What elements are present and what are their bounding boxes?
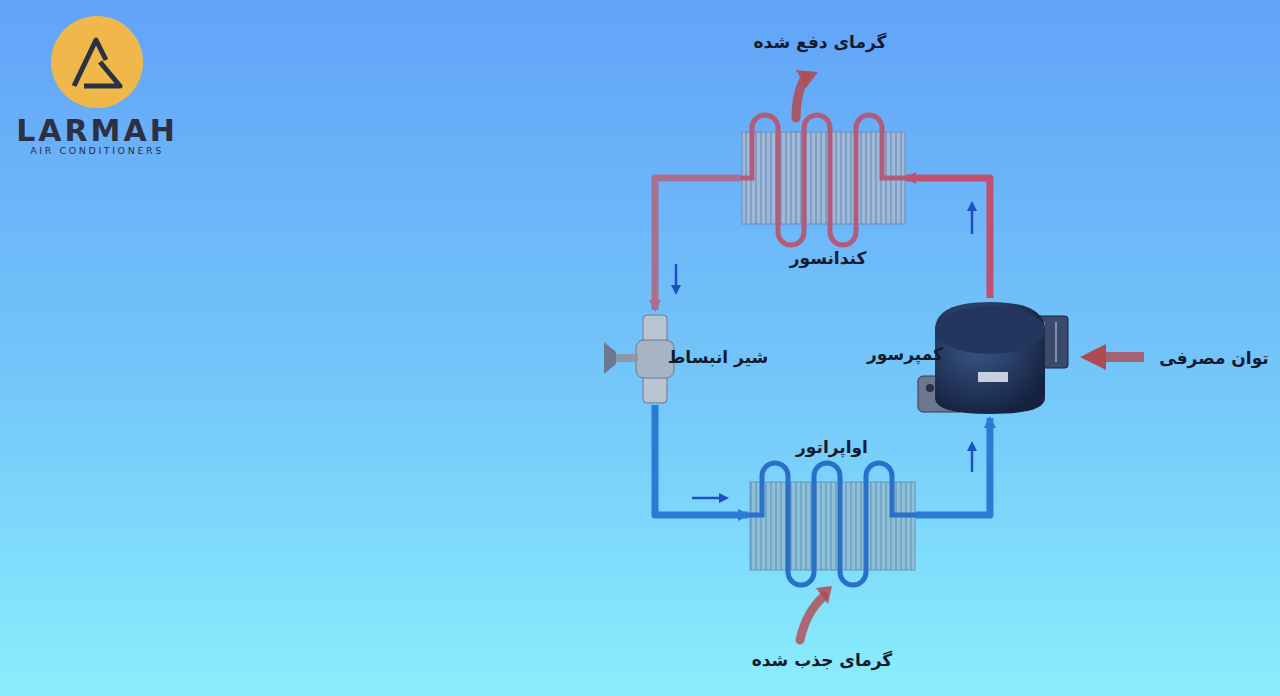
part-name: اواپراتور xyxy=(796,437,868,457)
logo-mark xyxy=(51,16,143,108)
heat-arrow xyxy=(796,70,1144,640)
refrigerant-pipe xyxy=(906,178,990,298)
power-label: توان مصرفی xyxy=(1159,348,1268,368)
part-name: کندانسور xyxy=(790,248,867,268)
compressor-node: کمپرسور xyxy=(850,298,1070,418)
condenser-node: کندانسور xyxy=(740,118,906,273)
brand-name: LARMAH xyxy=(16,113,178,148)
heat-label: گرمای دفع شده xyxy=(754,32,887,52)
refrigerant-pipe xyxy=(916,418,990,515)
part-name: کمپرسور xyxy=(867,344,943,364)
refrigerant-pipe xyxy=(655,178,740,310)
part-name: شیر انبساط xyxy=(668,347,769,367)
heat-label: گرمای جذب شده xyxy=(752,650,893,670)
condenser-coil xyxy=(740,115,906,245)
brand-tagline: AIR CONDITIONERS xyxy=(30,145,164,156)
evaporator-coil xyxy=(748,463,916,585)
valve-node: شیر انبساط xyxy=(600,310,770,405)
refrigerant-pipe xyxy=(655,405,748,515)
evaporator-node: اواپراتور xyxy=(748,435,916,585)
valve-symbol xyxy=(604,315,674,403)
